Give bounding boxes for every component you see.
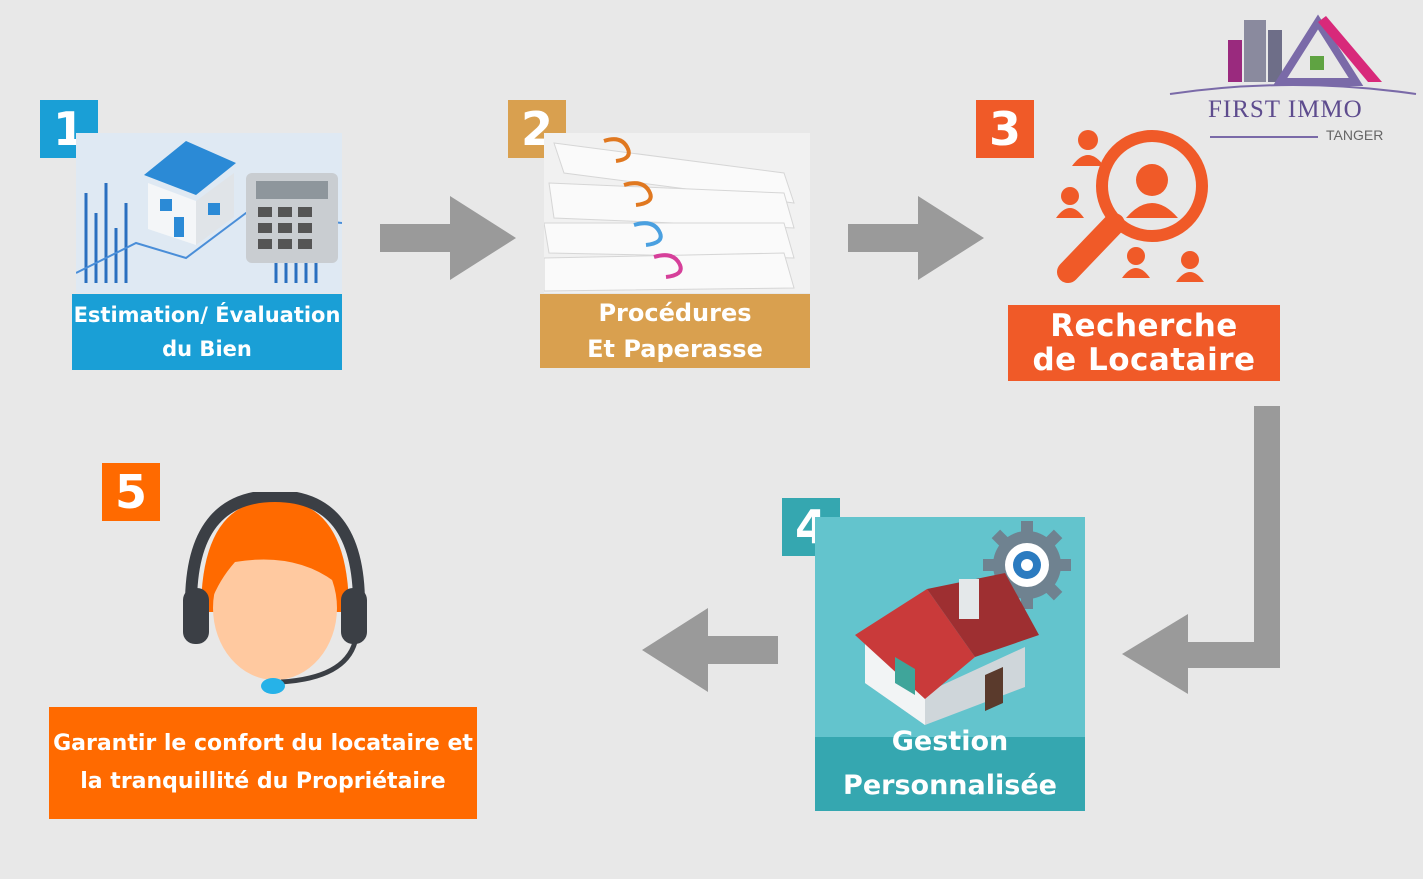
- step-5-number: 5: [102, 463, 160, 521]
- step-3-label-line-1: Recherche: [1050, 308, 1238, 344]
- logo-city-text: TANGER: [1326, 127, 1384, 143]
- logo-buildings-icon: [1169, 14, 1417, 95]
- step-2-label-line-1: Procédures: [598, 299, 752, 327]
- step-4-label-line-2: Personnalisée: [843, 770, 1057, 801]
- step-1-label-line-1: Estimation/ Évaluation: [73, 303, 341, 327]
- step-3-number: 3: [976, 100, 1034, 158]
- house-valuation-icon: [76, 133, 342, 293]
- step-5-label-line-1: Garantir le confort du locataire et: [53, 731, 473, 756]
- step-1-label-line-2: du Bien: [162, 337, 252, 361]
- search-people-icon: [1048, 110, 1218, 290]
- support-headset-icon: [175, 489, 375, 697]
- arrow-right-icon: [380, 196, 520, 280]
- step-2-label: Procédures Et Paperasse: [540, 294, 810, 368]
- paper-documents-icon: [544, 133, 810, 293]
- arrow-right-icon: [848, 196, 988, 280]
- logo-brand-text: FIRST IMMO: [1208, 96, 1363, 123]
- arrow-left-icon: [638, 608, 778, 692]
- step-5-label: Garantir le confort du locataire et la t…: [49, 707, 477, 819]
- step-4-label-line-1: Gestion: [891, 726, 1009, 757]
- step-3-label: Recherche de Locataire: [1008, 305, 1280, 381]
- house-gear-icon: [815, 517, 1085, 737]
- step-4-label: Gestion Personnalisée: [815, 726, 1085, 811]
- logo: FIRST IMMO TANGER: [1168, 10, 1418, 150]
- step-3-label-line-2: de Locataire: [1032, 342, 1256, 378]
- step-1-label: Estimation/ Évaluation du Bien: [72, 294, 342, 370]
- step-5-label-line-2: la tranquillité du Propriétaire: [80, 769, 446, 794]
- arrow-down-left-icon: [1120, 406, 1282, 696]
- step-2-label-line-2: Et Paperasse: [587, 335, 763, 363]
